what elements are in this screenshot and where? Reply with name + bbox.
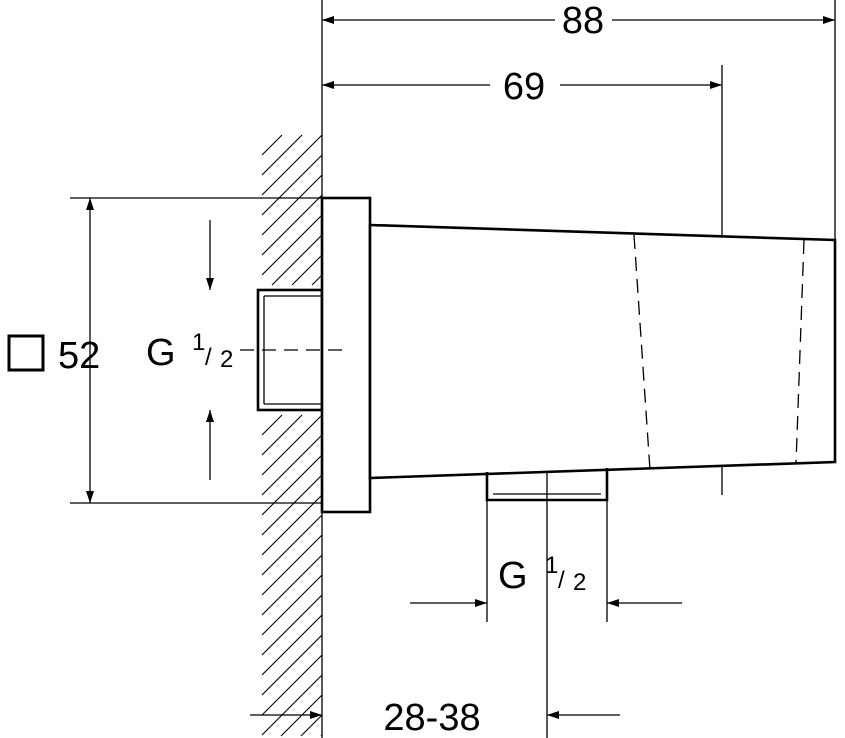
outlet-thread-den: 2 xyxy=(573,569,586,596)
hatch-line xyxy=(261,494,323,556)
hatch-line xyxy=(271,234,323,286)
dim-69-label: 69 xyxy=(503,66,545,108)
outlet-thread-dimension: G 1 / 2 xyxy=(410,552,682,607)
hatch-line xyxy=(261,414,303,456)
hatch-line xyxy=(261,534,323,596)
hatch-line xyxy=(261,414,283,436)
inlet-thread-dimension: G 1 / 2 xyxy=(146,220,233,480)
dim-52-label: 52 xyxy=(58,335,100,377)
hatch-line xyxy=(261,174,323,236)
fraction-slash: / xyxy=(205,344,212,371)
outlet-thread-num: 1 xyxy=(545,552,558,579)
outlet-thread-letter: G xyxy=(498,555,528,597)
hatch-line xyxy=(261,194,323,256)
square-icon xyxy=(7,334,45,372)
hatch-line xyxy=(320,734,323,737)
hatch-line xyxy=(261,554,323,616)
hatch-line xyxy=(261,414,323,476)
inlet-thread-num: 1 xyxy=(192,329,205,356)
hidden-line xyxy=(633,234,651,471)
hatch-line xyxy=(311,274,323,286)
inlet-thread-den: 2 xyxy=(220,346,233,373)
hatch-line xyxy=(261,454,323,516)
holder-body xyxy=(368,223,837,480)
hatch-line xyxy=(261,574,323,636)
fraction-slash: / xyxy=(558,567,565,594)
hatch-line xyxy=(261,134,323,196)
hatch-line xyxy=(261,474,323,536)
hatch-line xyxy=(261,634,323,696)
hatch-line xyxy=(261,154,323,216)
wall-hatching xyxy=(261,134,323,737)
hatch-line xyxy=(261,134,283,156)
dimension-69: 69 xyxy=(322,66,722,108)
hatch-line xyxy=(261,674,323,736)
outlet-thread xyxy=(485,468,609,502)
dim-28-38-label: 28-38 xyxy=(383,697,480,738)
hatch-line xyxy=(261,434,323,496)
dim-88-label: 88 xyxy=(562,0,604,42)
dimension-52: 52 xyxy=(7,198,100,503)
dimension-88: 88 xyxy=(322,0,835,42)
hatch-line xyxy=(261,214,323,276)
hidden-line xyxy=(795,239,805,465)
dimension-28-38: 28-38 xyxy=(250,697,620,738)
hatch-line xyxy=(291,254,323,286)
hatch-line xyxy=(261,654,323,716)
hatch-line xyxy=(261,514,323,576)
inlet-thread-letter: G xyxy=(146,332,176,374)
wall-plate xyxy=(320,196,372,514)
hatch-line xyxy=(261,134,303,176)
hatch-line xyxy=(261,594,323,656)
hatch-line xyxy=(261,614,323,676)
hatch-line xyxy=(300,714,323,737)
